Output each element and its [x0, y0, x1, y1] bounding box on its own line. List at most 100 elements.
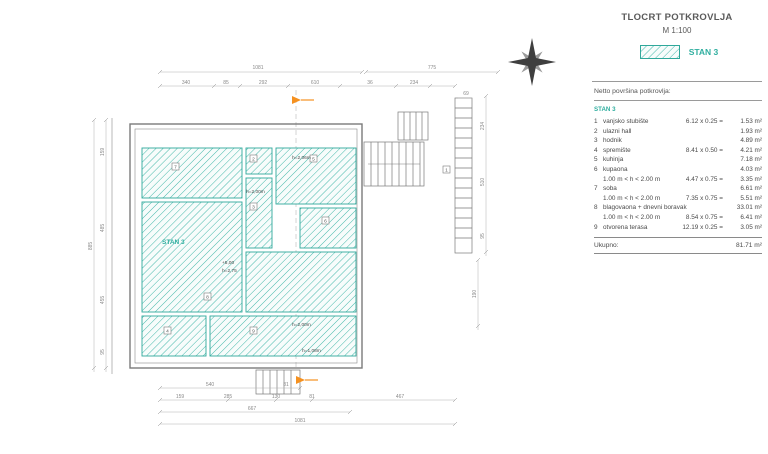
row-name: 1.00 m < h < 2.00 m [603, 175, 661, 183]
plan-height-label-4: h=1,08m [302, 348, 321, 354]
row-formula: 12.19 x 0.25 = [682, 223, 723, 231]
row-name: kupaona [603, 165, 628, 173]
row-area: 7.18 m² [740, 156, 762, 164]
dim-bottom-total: 1081 [294, 418, 305, 424]
row-area: 1.53 m² [740, 118, 762, 125]
dim-right-small: 69 [463, 91, 469, 97]
total-label: Ukupno: [594, 242, 619, 250]
stairs-vanjsko-stubiste [454, 97, 473, 254]
table-row: 2 ulazni hall 1.93 m² [594, 127, 762, 137]
room-marker-numbers: 1 2 3 4 5 6 7 8 9 [166, 157, 448, 335]
table-row: 8 blagovaona + dnevni boravak 33.01 m² [594, 203, 762, 213]
dim-bottom-r2-3: 130 [272, 394, 281, 400]
plan-height-label-3: h=2,00m [292, 322, 311, 328]
dim-left-total: 885 [88, 242, 94, 251]
marker-6: 6 [324, 219, 327, 225]
row-num: 5 [594, 156, 598, 164]
plan-height-label-2: h=2,00m [246, 189, 265, 195]
row-name: spremište [603, 146, 631, 154]
marker-1: 1 [445, 168, 448, 174]
table-row: 7 soba 6.61 m² [594, 184, 762, 194]
row-area: 33.01 m² [736, 204, 762, 212]
plan-stan-label: STAN 3 [162, 239, 185, 246]
room-spremiste [141, 315, 207, 357]
room-soba [141, 147, 243, 199]
dim-bottom-r2-1: 159 [176, 394, 185, 400]
table-subrow: 1.00 m < h < 2.00 m 8.54 x 0.75 = 6.41 m… [594, 213, 762, 223]
legend-label: STAN 3 [688, 47, 719, 57]
entrance-arrow-top-icon [292, 96, 314, 104]
legend-hatch-swatch [639, 45, 680, 59]
row-area: 6.41 m² [740, 213, 762, 221]
dim-bottom-r1-1: 540 [206, 382, 215, 388]
room-kupaona [299, 207, 357, 249]
row-num: 4 [594, 146, 598, 154]
row-name: otvorena terasa [603, 223, 648, 231]
row-num: 1 [594, 118, 598, 125]
stairs-interior [363, 111, 429, 187]
row-num: 7 [594, 185, 598, 193]
row-area: 5.51 m² [740, 194, 762, 202]
dim-top-right: 775 [428, 65, 437, 71]
legend: STAN 3 [596, 45, 762, 59]
row-formula: 7.35 x 0.75 = [685, 194, 723, 202]
dim-bottom-r2-2: 285 [224, 394, 233, 400]
row-area: 6.61 m² [740, 185, 762, 193]
row-area: 4.89 m² [740, 137, 762, 145]
dim-top-seg-3: 292 [259, 80, 268, 86]
total-row: Ukupno: 81.71 m² [594, 237, 762, 255]
dim-left-1: 159 [100, 148, 106, 157]
plan-ceiling-label: h=2,75 [222, 268, 237, 274]
row-num: 6 [594, 165, 598, 173]
dim-top-seg-4: 610 [311, 80, 320, 86]
stairs-entrance [255, 369, 301, 395]
row-name: 1.00 m < h < 2.00 m [603, 194, 661, 202]
row-area: 4.21 m² [740, 146, 762, 154]
marker-4: 4 [166, 329, 169, 335]
row-area: 3.35 m² [740, 175, 762, 183]
dim-top-seg-6: 234 [410, 80, 419, 86]
page-title: TLOCRT POTKROVLJA [621, 12, 733, 23]
netto-subheading: STAN 3 [594, 106, 616, 113]
marker-2: 2 [252, 157, 255, 163]
marker-7: 7 [174, 165, 177, 171]
panel-divider [592, 81, 762, 82]
dim-bottom-r2-5: 467 [396, 394, 405, 400]
row-num: 8 [594, 204, 598, 212]
dim-bottom-r2-4: 81 [309, 394, 315, 400]
row-name: ulazni hall [603, 127, 632, 135]
dim-left-4: 95 [100, 349, 106, 355]
table-row: 6 kupaona 4.03 m² [594, 165, 762, 175]
dim-bottom-r3: 667 [248, 406, 257, 412]
row-formula: 4.47 x 0.75 = [685, 175, 723, 183]
row-area: 4.03 m² [740, 165, 762, 173]
row-formula: 8.54 x 0.75 = [685, 213, 723, 221]
info-panel: TLOCRT POTKROVLJA M 1:100 STAN 3 Netto p… [592, 0, 762, 255]
dim-left-2: 485 [100, 224, 106, 233]
plan-height-label-1: h=2,06m [292, 155, 311, 161]
apartment-rooms [141, 147, 357, 357]
room-terasa [209, 315, 357, 357]
marker-5: 5 [312, 157, 315, 163]
row-num: 3 [594, 137, 598, 145]
dim-right-2: 510 [480, 178, 486, 187]
dim-right-3: 95 [480, 233, 486, 239]
compass-rose-icon [508, 38, 556, 86]
room-hodnik [245, 177, 273, 249]
row-formula: 8.41 x 0.50 = [685, 146, 723, 154]
area-table: 1 vanjsko stubište 6.12 x 0.25 = 1.53 m²… [594, 117, 762, 232]
row-name: hodnik [603, 137, 622, 145]
table-row: 1 vanjsko stubište 6.12 x 0.25 = 1.53 m² [594, 117, 762, 127]
plan-level-label: +5,00 [222, 260, 234, 266]
scale-label: M 1:100 [662, 26, 692, 35]
dim-left-3: 455 [100, 296, 106, 305]
dim-top-seg-2: 85 [223, 80, 229, 86]
dim-right-lower: 190 [472, 290, 478, 299]
table-subrow: 1.00 m < h < 2.00 m 4.47 x 0.75 = 3.35 m… [594, 175, 762, 185]
room-dnevni-boravak [141, 201, 243, 313]
row-formula: 6.12 x 0.25 = [685, 118, 723, 125]
row-name: kuhinja [603, 156, 624, 164]
dimension-lines [91, 69, 501, 427]
dim-right-1: 234 [480, 122, 486, 131]
